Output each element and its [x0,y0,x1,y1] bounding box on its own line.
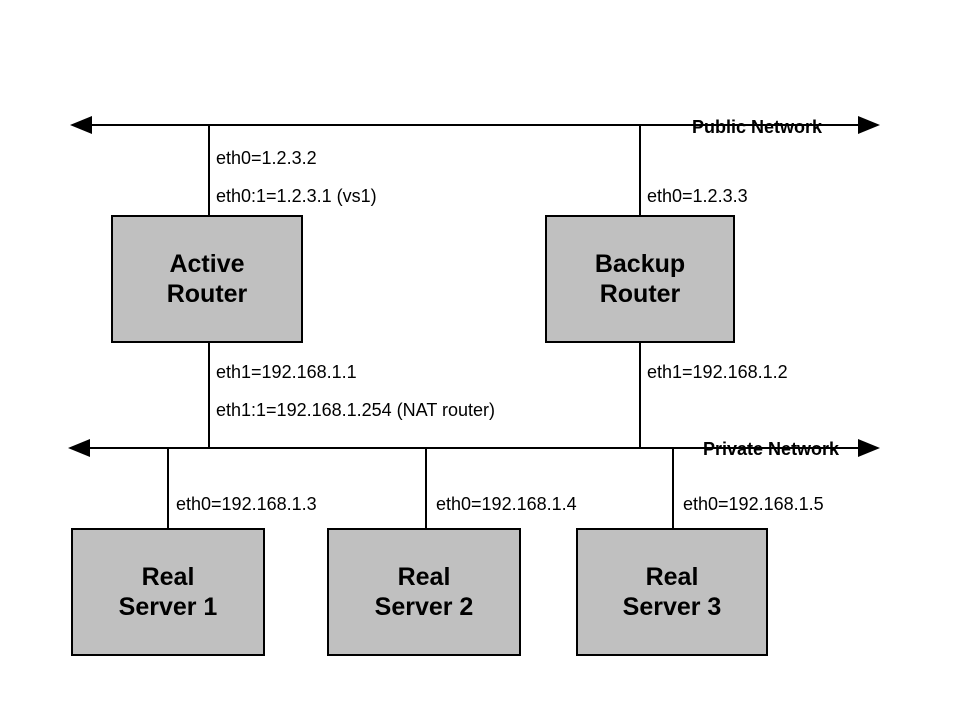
label-backup-router-private-eth1: eth1=192.168.1.2 [647,362,788,382]
node-backup-router-line2: Router [599,280,681,308]
node-backup-router-line1: Backup [594,249,686,278]
label-real-server-1-eth0: eth0=192.168.1.3 [176,494,317,514]
label-active-router-public-eth0-alias: eth0:1=1.2.3.1 (vs1) [216,186,377,206]
node-real-server-3-line1: Real [645,562,699,591]
node-active-router-line1: Active [169,249,245,278]
node-active-router[interactable]: Active Router [111,215,303,343]
node-real-server-3-line2: Server 3 [622,593,722,621]
node-real-server-2[interactable]: Real Server 2 [327,528,521,656]
node-real-server-1-line1: Real [141,562,195,591]
label-active-router-private-eth1: eth1=192.168.1.1 [216,362,357,382]
label-real-server-2-eth0: eth0=192.168.1.4 [436,494,577,514]
label-real-server-3-eth0: eth0=192.168.1.5 [683,494,824,514]
node-active-router-line2: Router [166,280,248,308]
node-real-server-2-line1: Real [397,562,451,591]
private-network-label: Private Network [683,418,839,481]
public-network-label: Public Network [672,96,822,159]
private-network-label-text: Private Network [703,439,840,459]
label-active-router-private-eth1-alias: eth1:1=192.168.1.254 (NAT router) [216,400,496,420]
node-real-server-3[interactable]: Real Server 3 [576,528,768,656]
node-backup-router[interactable]: Backup Router [545,215,735,343]
public-network-label-text: Public Network [692,117,823,137]
node-real-server-1-line2: Server 1 [118,593,218,621]
node-real-server-1[interactable]: Real Server 1 [71,528,265,656]
label-active-router-public-eth0: eth0=1.2.3.2 [216,148,317,168]
public-network-bus [70,116,880,134]
label-backup-router-public-eth0: eth0=1.2.3.3 [647,186,748,206]
node-real-server-2-line2: Server 2 [374,593,474,621]
